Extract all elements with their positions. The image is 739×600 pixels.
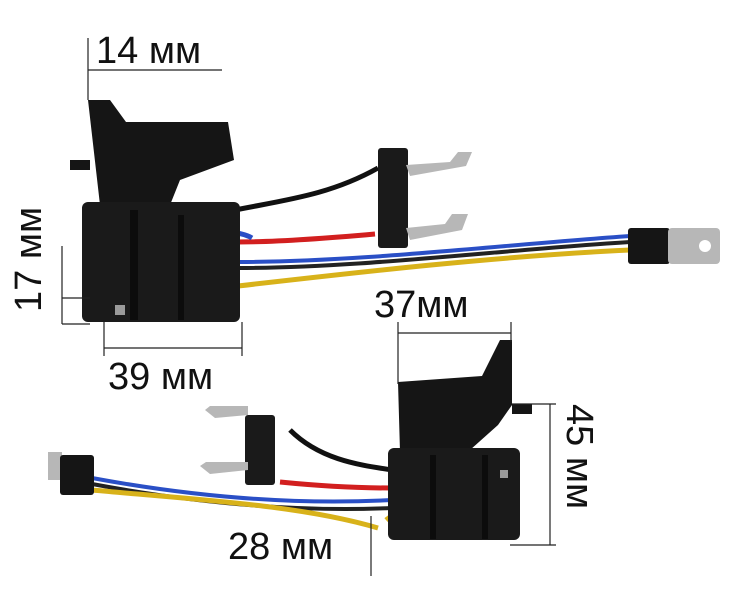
bottom-wire-black	[288, 428, 393, 473]
bottom-metal-clip-2	[200, 462, 248, 474]
dimension-label-bottom-width-left: 39 мм	[108, 356, 214, 398]
dimension-lines	[61, 38, 556, 576]
dimension-label-bottom-width-right: 28 мм	[228, 526, 334, 568]
bottom-trigger-head	[398, 340, 512, 452]
bottom-switch-body	[388, 448, 520, 540]
top-switch-body	[82, 202, 240, 322]
top-metal-clip-1	[406, 152, 472, 176]
top-wire-red	[237, 231, 376, 245]
top-switch	[70, 100, 720, 322]
top-trigger-head	[88, 100, 234, 205]
bottom-wire-red	[279, 479, 393, 491]
bottom-wire-blue	[91, 476, 393, 504]
dimension-label-head-width-right: 37мм	[374, 284, 469, 326]
top-wire-black2	[237, 240, 631, 270]
dimension-label-height-right: 45 мм	[558, 404, 600, 510]
top-terminal-block	[378, 148, 408, 248]
top-wire-black	[234, 165, 380, 213]
top-metal-clip-2	[406, 214, 468, 240]
bottom-metal-clip-1	[205, 406, 248, 418]
bottom-switch	[48, 340, 532, 540]
top-wire-yellow	[237, 247, 631, 289]
bottom-trigger-stem	[512, 404, 532, 414]
dimension-label-top-width: 14 мм	[96, 30, 202, 72]
bottom-wire-yellow	[91, 487, 379, 531]
top-connector-tab	[668, 228, 720, 264]
top-trigger-stem	[70, 160, 90, 170]
dimension-label-side-height-left: 17 мм	[8, 206, 50, 312]
bottom-connector	[60, 455, 94, 495]
bottom-connector-tab	[48, 452, 62, 480]
bottom-terminal-block	[245, 415, 275, 485]
top-wire-blue	[237, 234, 631, 264]
top-connector	[628, 228, 670, 264]
